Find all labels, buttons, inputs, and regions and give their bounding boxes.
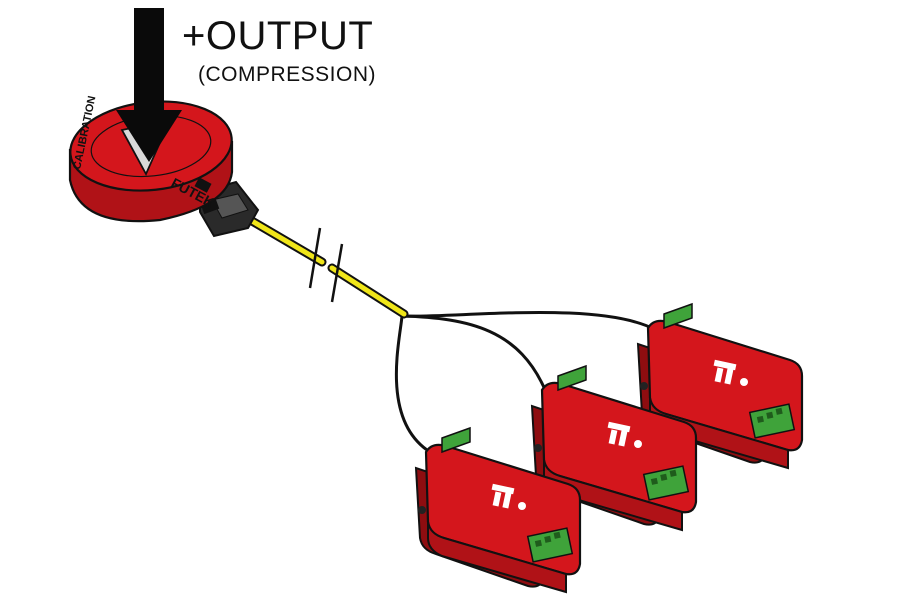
output-label: +OUTPUT [182,14,374,58]
cable-segment [329,265,407,317]
down-arrow-icon [116,8,182,162]
compression-label: (COMPRESSION) [198,63,377,86]
cable-segment [237,211,325,265]
cable-break-icon [308,227,344,303]
